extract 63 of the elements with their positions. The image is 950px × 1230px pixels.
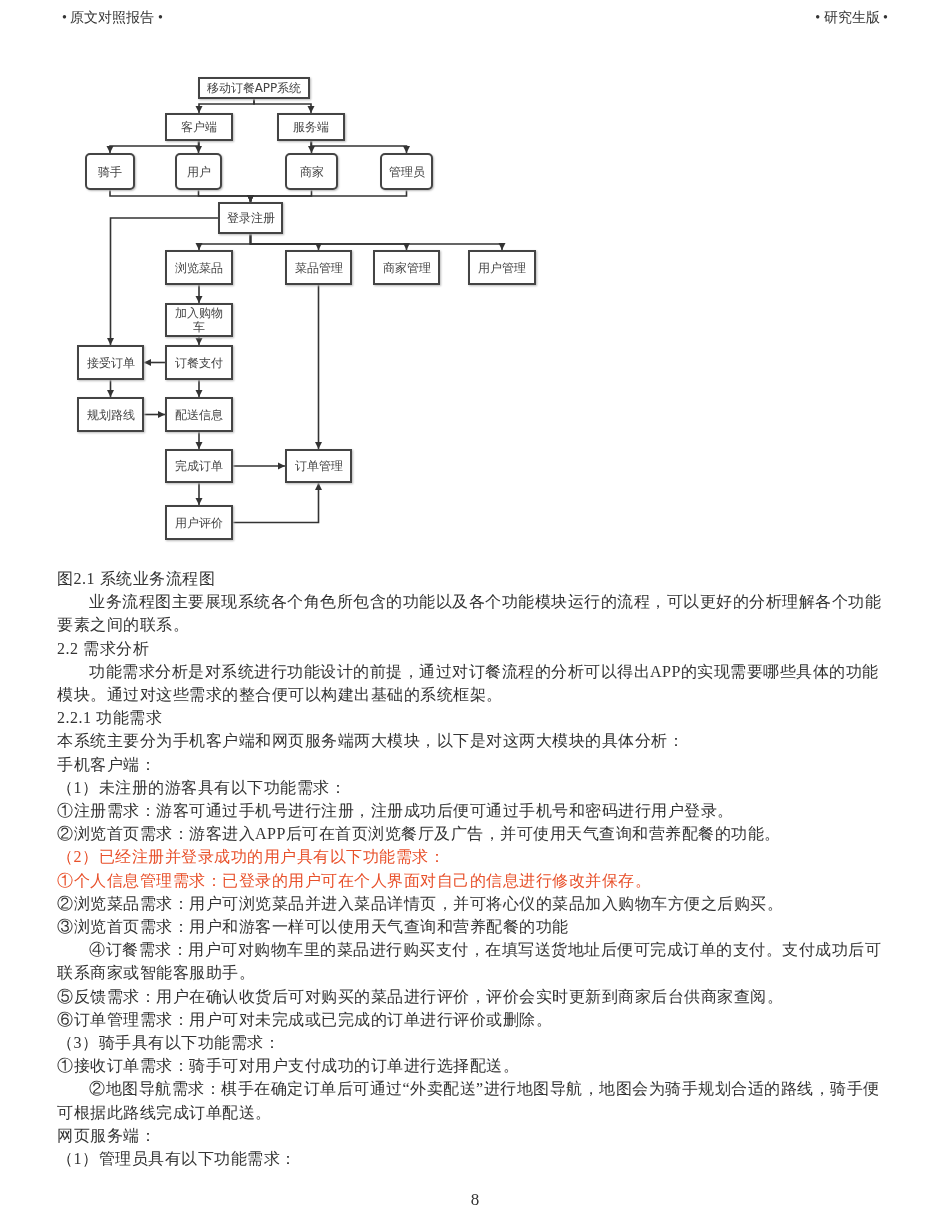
paragraph: （2）已经注册并登录成功的用户具有以下功能需求： <box>57 847 446 868</box>
paragraph: ②浏览菜品需求：用户可浏览菜品并进入菜品详情页，并可将心仪的菜品加入购物车方便之后购买。 <box>57 893 784 914</box>
arrow <box>195 431 203 450</box>
process-box: 用户评价 <box>165 505 233 540</box>
process-box: 配送信息 <box>165 397 233 432</box>
paragraph: （1）未注册的游客具有以下功能需求： <box>57 777 347 798</box>
arrow <box>310 140 411 154</box>
paragraph: 网页服务端： <box>57 1125 157 1146</box>
arrow <box>232 482 323 524</box>
arrow <box>106 217 219 346</box>
arrow <box>249 233 506 251</box>
process-box: 订单管理 <box>285 449 352 483</box>
figure-caption: 图2.1 系统业务流程图 <box>57 569 216 589</box>
arrow <box>314 284 323 450</box>
header-text: • 原文对照报告 • <box>62 9 163 27</box>
arrow <box>195 284 203 304</box>
paragraph: ⑥订单管理需求：用户可对未完成或已完成的订单进行评价或删除。 <box>57 1009 553 1030</box>
process-box: 服务端 <box>277 113 345 141</box>
paragraph: ③浏览首页需求：用户和游客一样可以使用天气查询和营养配餐的功能 <box>57 917 570 938</box>
process-box: 移动订餐APP系统 <box>198 77 310 99</box>
paragraph: ⑤反馈需求：用户在确认收货后可对购买的菜品进行评价，评价会实时更新到商家后台供商家查阅。 <box>57 986 784 1007</box>
process-box: 商家管理 <box>373 250 440 285</box>
arrow <box>106 140 200 154</box>
arrow <box>195 379 203 398</box>
role-box: 商家 <box>285 153 338 190</box>
paragraph: 业务流程图主要展现系统各个角色所包含的功能以及各个功能模块运行的流程，可以更好的分析理解各个功能要素之间的联系。 <box>57 592 882 636</box>
arrow <box>195 482 203 506</box>
paragraph: ④订餐需求：用户可对购物车里的菜品进行购买支付，在填写送货地址后便可完成订单的支付。支付成功后可联系商家或智能客服助手。 <box>57 940 882 984</box>
process-box: 菜品管理 <box>285 250 352 285</box>
arrow <box>253 98 315 114</box>
role-box: 骑手 <box>85 153 135 190</box>
process-box: 客户端 <box>165 113 233 141</box>
paragraph: ①个人信息管理需求：已登录的用户可在个人界面对自己的信息进行修改并保存。 <box>57 870 652 891</box>
arrow <box>194 140 203 154</box>
paragraph: ①接收订单需求：骑手可对用户支付成功的订单进行选择配送。 <box>57 1056 520 1077</box>
arrow <box>143 410 166 419</box>
process-box: 加入购物车 <box>165 303 233 337</box>
process-box: 浏览菜品 <box>165 250 233 285</box>
process-box: 用户管理 <box>468 250 536 285</box>
role-box: 用户 <box>175 153 222 190</box>
process-box: 接受订单 <box>77 345 144 380</box>
page-number: 8 <box>469 1190 481 1210</box>
process-box: 登录注册 <box>218 202 283 234</box>
section-heading: 2.2.1 功能需求 <box>57 708 163 729</box>
paragraph: 手机客户端： <box>57 754 157 775</box>
process-box: 订餐支付 <box>165 345 233 380</box>
arrow <box>106 379 115 398</box>
paragraph: ②浏览首页需求：游客进入APP后可在首页浏览餐厅及广告，并可使用天气查询和营养配餐的功能。 <box>57 824 782 845</box>
arrow <box>143 358 166 367</box>
role-box: 管理员 <box>380 153 433 190</box>
paragraph: ①注册需求：游客可通过手机号进行注册，注册成功后便可通过手机号和密码进行用户登录。 <box>57 801 735 822</box>
section-heading: 2.2 需求分析 <box>57 638 150 659</box>
paragraph: （1）管理员具有以下功能需求： <box>57 1149 298 1170</box>
process-box: 完成订单 <box>165 449 233 483</box>
process-box: 规划路线 <box>77 397 144 432</box>
arrow <box>246 189 408 203</box>
header-text: • 研究生版 • <box>815 9 888 27</box>
paragraph: （3）骑手具有以下功能需求： <box>57 1033 281 1054</box>
arrow <box>195 336 203 346</box>
paragraph: ②地图导航需求：棋手在确定订单后可通过“外卖配送”进行地图导航，地图会为骑手规划合适的路线，骑手便可根据此路线完成订单配送。 <box>57 1079 881 1123</box>
paragraph: 本系统主要分为手机客户端和网页服务端两大模块，以下是对这两大模块的具体分析： <box>57 731 685 752</box>
paragraph: 功能需求分析是对系统进行功能设计的前提，通过对订餐流程的分析可以得出APP的实现需要哪些具体的功能模块。通过对这些需求的整合便可以构建出基础的系统框架。 <box>57 661 880 705</box>
arrow <box>232 462 286 470</box>
